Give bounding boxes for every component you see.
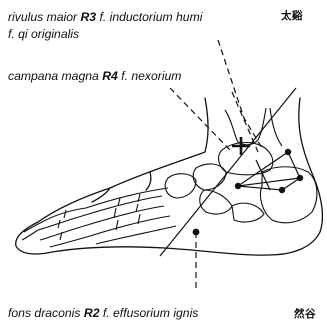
label-r4-rest: f. nexorium xyxy=(121,69,181,83)
dot-icon xyxy=(235,183,241,189)
label-r3-line2: f. qi originalis xyxy=(8,27,79,41)
label-r4: campana magna R4 f. nexorium xyxy=(8,69,181,83)
triangle-side xyxy=(256,160,270,190)
label-r3-code: R3 xyxy=(80,10,96,24)
dot-icon xyxy=(279,187,285,193)
cross-icon xyxy=(232,137,250,155)
dot-icon xyxy=(297,175,303,181)
label-r2-chinese: 然谷 xyxy=(293,307,316,320)
label-r2-rest: f. effusorium ignis xyxy=(103,306,199,320)
diagonal-line xyxy=(160,88,296,256)
svg-text:rivulus maior R3: rivulus maior R3 f. inductorium humi xyxy=(8,10,203,24)
svg-text:campana magna R4: campana magna R4 f. nexorium xyxy=(8,69,181,83)
label-r3: rivulus maior R3 f. inductorium humi f. … xyxy=(8,9,303,41)
leader-r4 xyxy=(170,88,230,150)
dot-icon xyxy=(285,149,291,155)
leader-r3 xyxy=(218,40,262,148)
label-r2-code: R2 xyxy=(84,306,100,320)
label-r2-name: fons draconis xyxy=(8,306,81,320)
label-r2: fons draconis R2 f. effusorium ignis 然谷 xyxy=(8,306,316,320)
svg-text:fons draconis R2: fons draconis R2 f. effusorium ignis xyxy=(8,306,198,320)
label-r4-code: R4 xyxy=(102,69,118,83)
foot-outline xyxy=(16,98,323,255)
label-r4-name: campana magna xyxy=(8,69,99,83)
foot-bones xyxy=(22,108,317,247)
label-r3-rest: f. inductorium humi xyxy=(99,10,202,24)
label-r3-chinese: 太谿 xyxy=(280,9,303,22)
label-r3-name: rivulus maior xyxy=(8,10,78,24)
dot-icon xyxy=(193,229,200,236)
